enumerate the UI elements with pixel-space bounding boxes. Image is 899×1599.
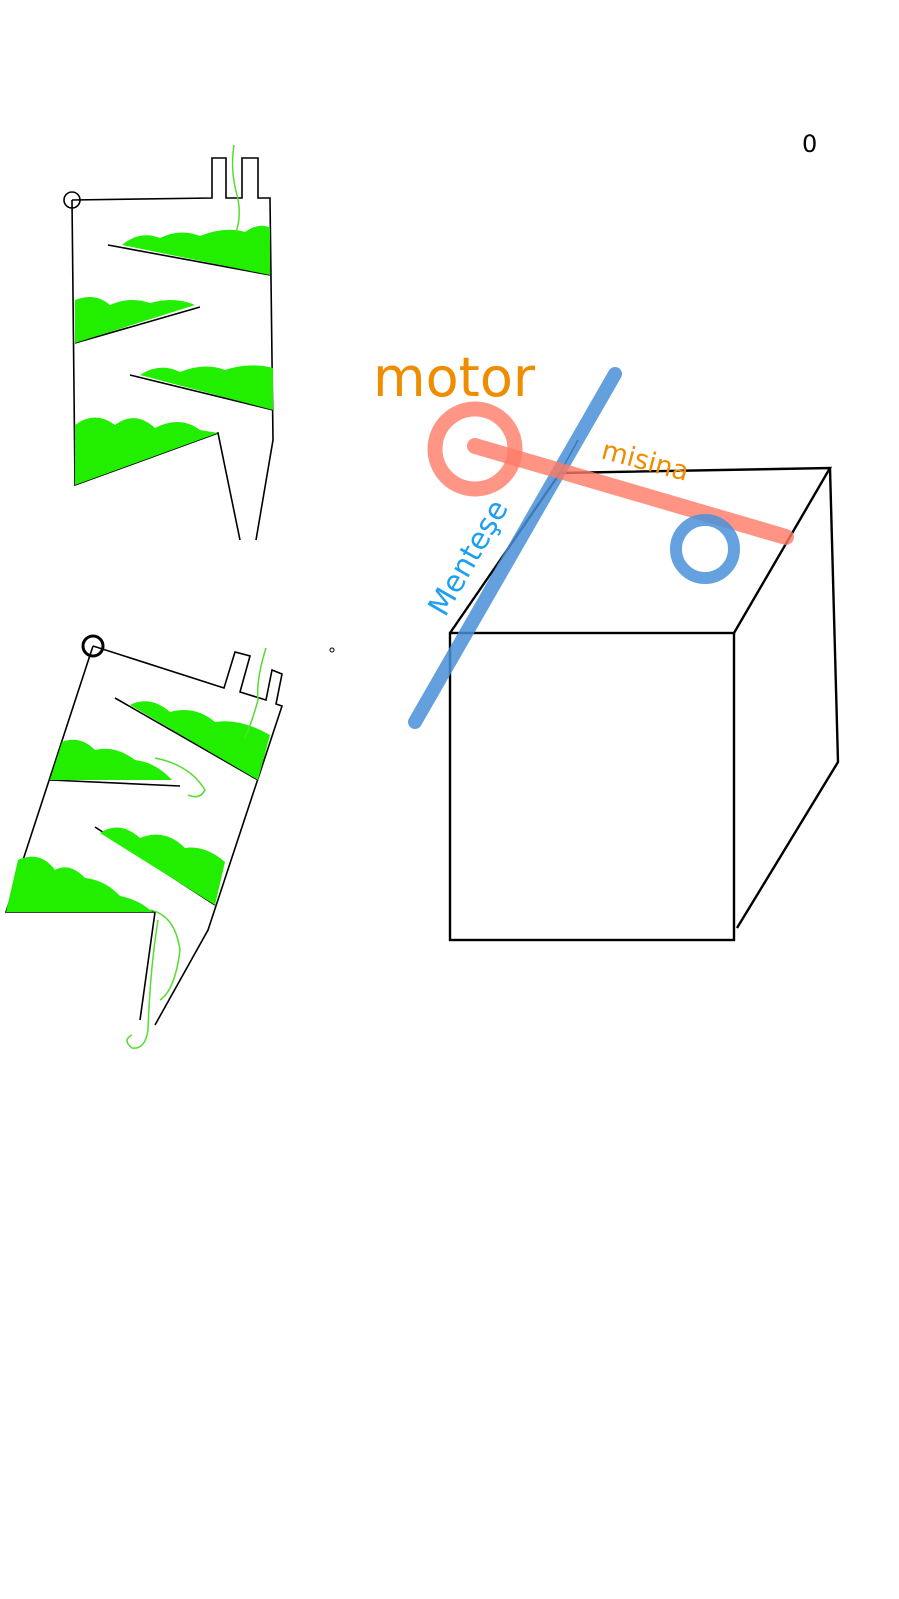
material-tilted-bottom [6, 856, 152, 912]
shelf-2 [74, 306, 201, 344]
flow-stream-upright [231, 144, 240, 233]
material-shelf-3 [140, 365, 273, 410]
tilted-shelf-1 [114, 697, 259, 781]
shelf-3 [129, 374, 274, 411]
flow-arrow-shelf [154, 757, 206, 798]
hinge-knob-tilted [81, 634, 105, 658]
material-shelf-2 [75, 296, 195, 343]
tilted-shelf-2 [49, 779, 181, 787]
material-tilted-3 [100, 827, 225, 905]
box-side [735, 467, 840, 929]
sorter-tilted [4, 634, 284, 1026]
material-tilted-1 [130, 701, 270, 780]
pulley-ring-icon [670, 514, 740, 584]
motor-label: motor [373, 346, 536, 409]
material-tilted [6, 701, 270, 912]
hinge-bar [408, 367, 622, 729]
corner-mark: 0 [802, 130, 817, 158]
material-upright [75, 225, 273, 485]
material-tilted-2 [50, 739, 172, 780]
hinge-knob-upright [63, 191, 81, 209]
motor-arm [467, 438, 794, 545]
flow-stream-out [126, 909, 181, 1049]
flow-stream-top [244, 647, 267, 739]
shelf-1 [107, 244, 271, 276]
material-bottom [75, 417, 218, 485]
sorter-upright [63, 157, 274, 541]
flow-streams-tilted [126, 647, 267, 1049]
sorter-upright-outline [71, 157, 274, 541]
motor-ring-icon [427, 401, 523, 497]
stray-mark [329, 647, 335, 653]
box-front [448, 631, 736, 942]
material-shelf-1 [122, 225, 270, 275]
